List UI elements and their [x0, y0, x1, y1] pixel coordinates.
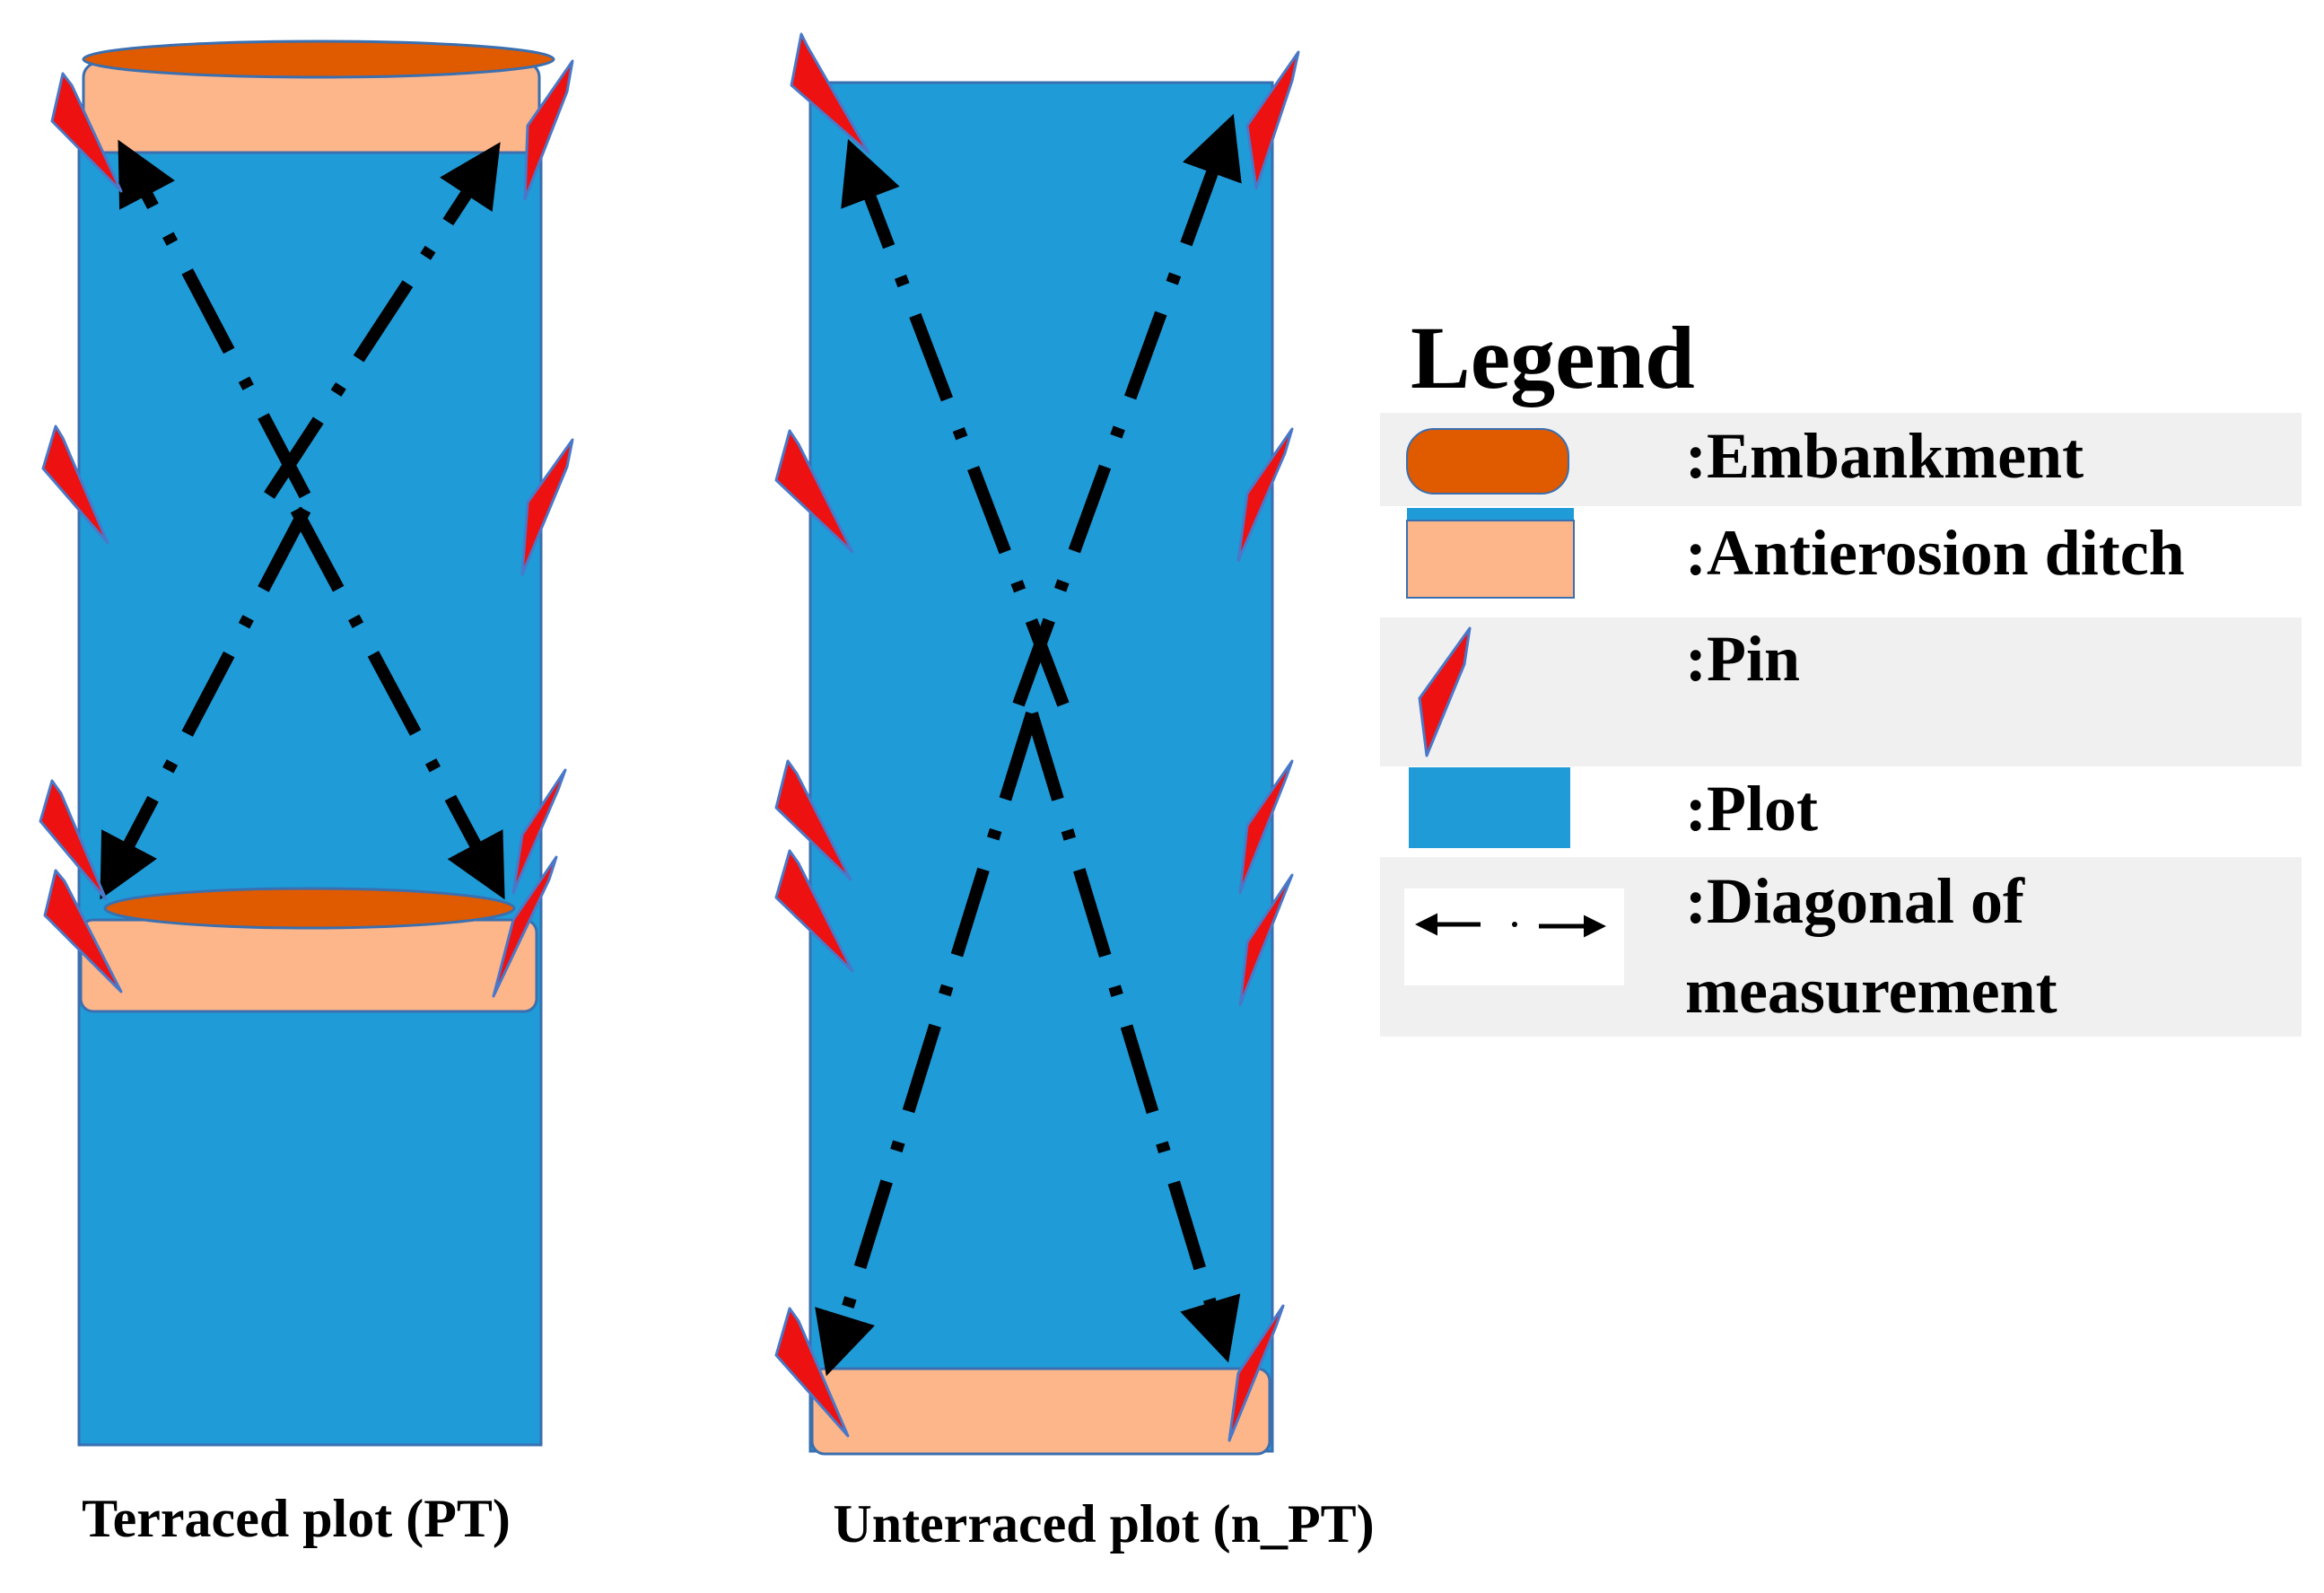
legend-diagonal-label-line2: measurement — [1685, 955, 2058, 1027]
pin-icon — [520, 438, 574, 576]
terraced-plot-caption: Terraced plot (PT) — [82, 1489, 511, 1548]
unterraced-diagonal-a-lower — [1026, 711, 1241, 1363]
pin-icon — [1245, 50, 1300, 190]
legend-plot-swatch — [1409, 767, 1570, 848]
unterraced-plot — [808, 81, 1274, 1456]
terraced-plot-area — [77, 146, 543, 1447]
diagonals — [100, 113, 1242, 1377]
unterraced-bottom-ditch — [810, 1367, 1271, 1456]
terraced-diagonal-a-upper — [118, 139, 311, 499]
terraced-middle-embankment — [103, 887, 516, 930]
terraced-diagonal-b-upper — [264, 142, 501, 499]
legend-title: Legend — [1411, 308, 1695, 407]
pin-icon — [41, 425, 109, 545]
terraced-diagonal-a-lower — [290, 506, 505, 900]
terraced-middle-ditch — [79, 918, 538, 1013]
legend-diagonal-swatch-bg — [1404, 888, 1624, 985]
legend-embankment-label: :Embankment — [1685, 420, 2084, 492]
unterraced-plot-caption: Unterraced plot (n_PT) — [833, 1494, 1374, 1554]
pin-icon — [1238, 873, 1294, 1007]
legend: Legend :Embankment :Antierosion ditch :P… — [1406, 308, 2185, 1027]
pins — [39, 32, 1300, 1442]
legend-ditch-label: :Antierosion ditch — [1685, 517, 2185, 589]
legend-pin-icon — [1418, 626, 1472, 757]
unterraced-diagonal-a-upper — [841, 138, 1070, 707]
pin-icon — [774, 759, 852, 881]
pin-icon — [492, 855, 558, 998]
pin-icon — [511, 768, 567, 895]
pin-icon — [1238, 759, 1294, 895]
unterraced-diagonal-b-lower — [815, 711, 1038, 1377]
legend-diagonal-dot — [1512, 922, 1517, 927]
pin-icon — [39, 779, 108, 901]
pin-icon — [790, 32, 870, 154]
pin-icon — [774, 1307, 850, 1438]
legend-embankment-swatch — [1406, 428, 1569, 495]
pin-icon — [774, 849, 854, 973]
unterraced-plot-area — [808, 81, 1274, 1453]
unterraced-diagonal-b-upper — [1012, 113, 1242, 707]
pin-icon — [523, 59, 574, 201]
legend-ditch-swatch — [1406, 508, 1575, 599]
pin-icon — [43, 869, 123, 993]
pin-icon — [50, 72, 123, 193]
terraced-top-embankment — [82, 39, 555, 79]
legend-pin-label: :Pin — [1685, 623, 1800, 695]
legend-diagonal-label-line1: :Diagonal of — [1685, 865, 2025, 937]
pin-icon — [774, 429, 854, 554]
pin-icon — [1236, 427, 1294, 563]
terraced-diagonal-b-lower — [100, 506, 311, 900]
terraced-plot — [77, 39, 555, 1447]
legend-bands — [1380, 413, 2302, 1037]
legend-plot-label: :Plot — [1685, 773, 1818, 845]
pin-icon — [1228, 1304, 1285, 1442]
legend-band-pin — [1380, 617, 2302, 766]
